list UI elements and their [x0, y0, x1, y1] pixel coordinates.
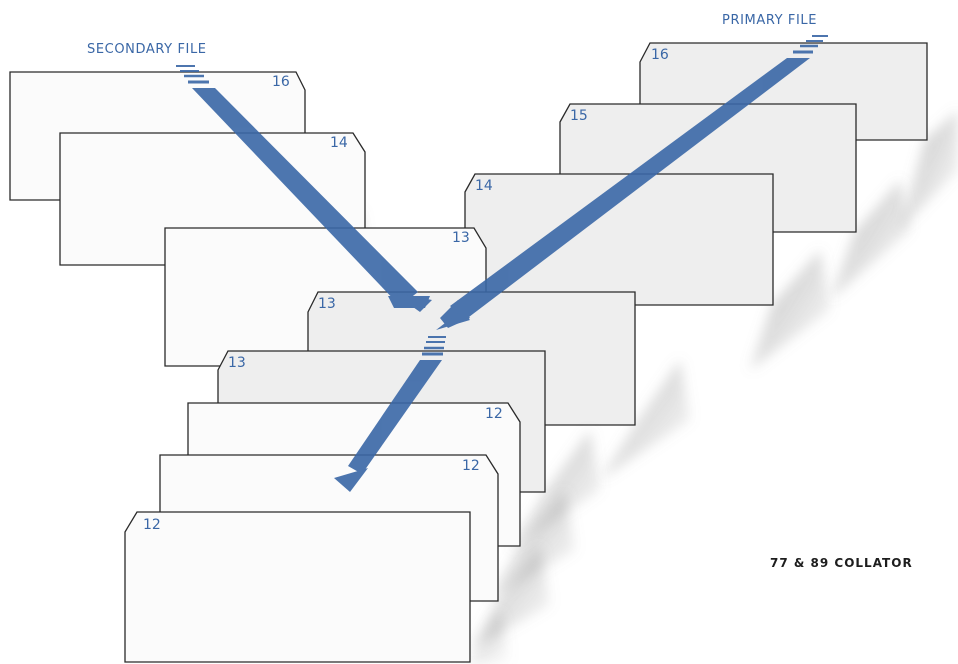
merged-card-12-c: 12 [125, 512, 510, 664]
secondary-card-13-number: 13 [452, 230, 470, 246]
merged-card-12-b-number: 12 [462, 458, 480, 474]
primary-file-label: PRIMARY FILE [722, 13, 817, 28]
primary-card-16-number: 16 [651, 47, 669, 63]
merged-card-12-c-number: 12 [143, 517, 161, 533]
primary-card-13-number: 13 [318, 296, 336, 312]
primary-card-15-number: 15 [570, 108, 588, 124]
merged-card-13-number: 13 [228, 355, 246, 371]
collator-caption: 77 & 89 COLLATOR [770, 556, 913, 570]
secondary-card-14-number: 14 [330, 135, 348, 151]
secondary-file-label: SECONDARY FILE [87, 42, 207, 57]
primary-card-14-number: 14 [475, 178, 493, 194]
merged-card-12-a-number: 12 [485, 406, 503, 422]
secondary-card-16-number: 16 [272, 74, 290, 90]
